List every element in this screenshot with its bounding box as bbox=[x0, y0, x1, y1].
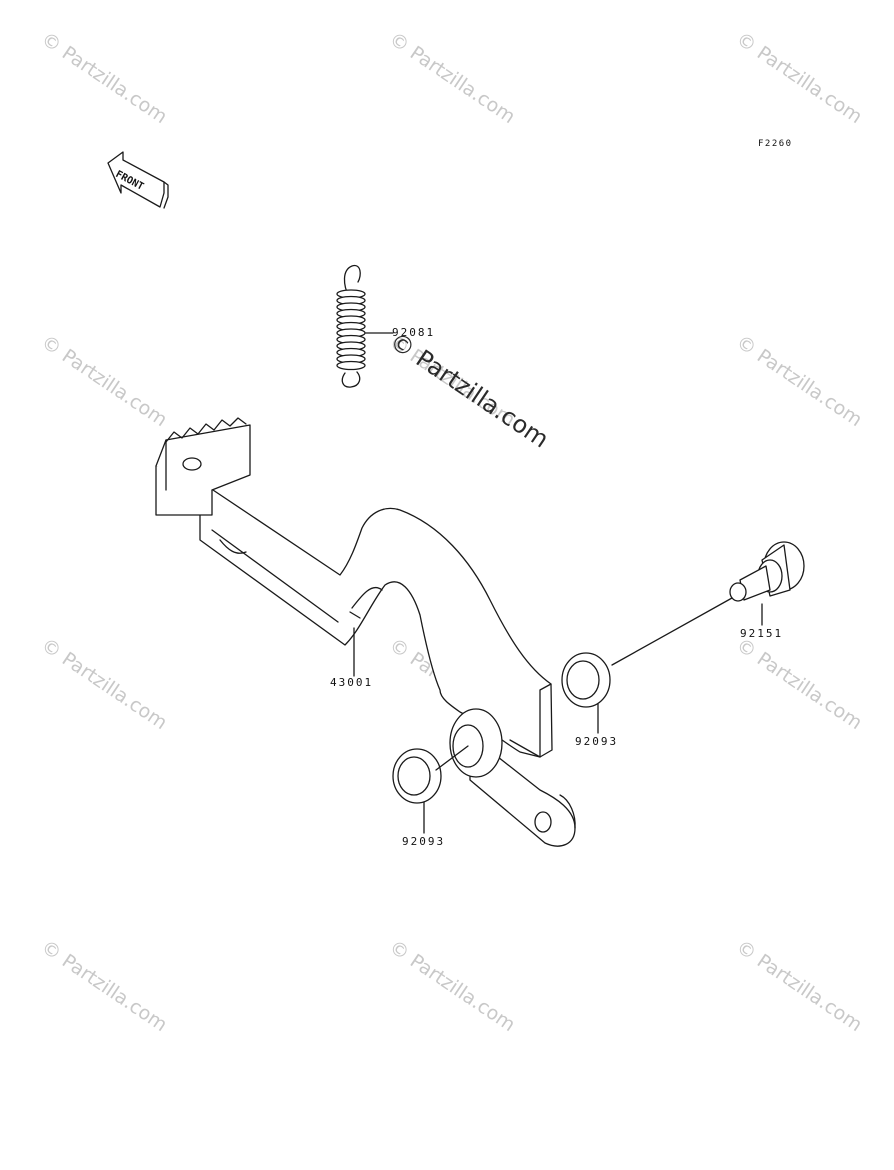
watermark-tile: © Partzilla.com bbox=[385, 936, 519, 1036]
watermark-tile: © Partzilla.com bbox=[732, 28, 866, 128]
part-label-seal-right: 92093 bbox=[575, 735, 618, 748]
seal-right-drawing bbox=[561, 652, 611, 734]
watermark-center: © Partzilla.com bbox=[385, 327, 554, 454]
seal-left-drawing bbox=[392, 745, 469, 834]
watermark-tile: © Partzilla.com bbox=[385, 28, 519, 128]
watermark-tile: © Partzilla.com bbox=[37, 28, 171, 128]
watermark-tile: © Partzilla.com bbox=[732, 634, 866, 734]
watermark-tile: © Partzilla.com bbox=[37, 331, 171, 431]
part-label-bolt: 92151 bbox=[740, 627, 783, 640]
part-label-brake-pedal: 43001 bbox=[330, 676, 373, 689]
watermark-tile: © Partzilla.com bbox=[37, 634, 171, 734]
watermark-tile: © Partzilla.com bbox=[37, 936, 171, 1036]
front-arrow-icon: FRONT bbox=[107, 151, 169, 209]
bolt-drawing bbox=[611, 541, 805, 666]
part-label-seal-left: 92093 bbox=[402, 835, 445, 848]
diagram-code: F2260 bbox=[758, 139, 793, 149]
watermark-tile: © Partzilla.com bbox=[732, 331, 866, 431]
brake-pedal-drawing bbox=[155, 417, 576, 847]
watermark-tile: © Partzilla.com bbox=[732, 936, 866, 1036]
watermark-layer: © Partzilla.com © Partzilla.com © Partzill… bbox=[37, 28, 866, 1036]
spring-drawing bbox=[336, 264, 394, 388]
part-label-spring: 92081 bbox=[392, 326, 435, 339]
spring-coil bbox=[336, 360, 366, 371]
